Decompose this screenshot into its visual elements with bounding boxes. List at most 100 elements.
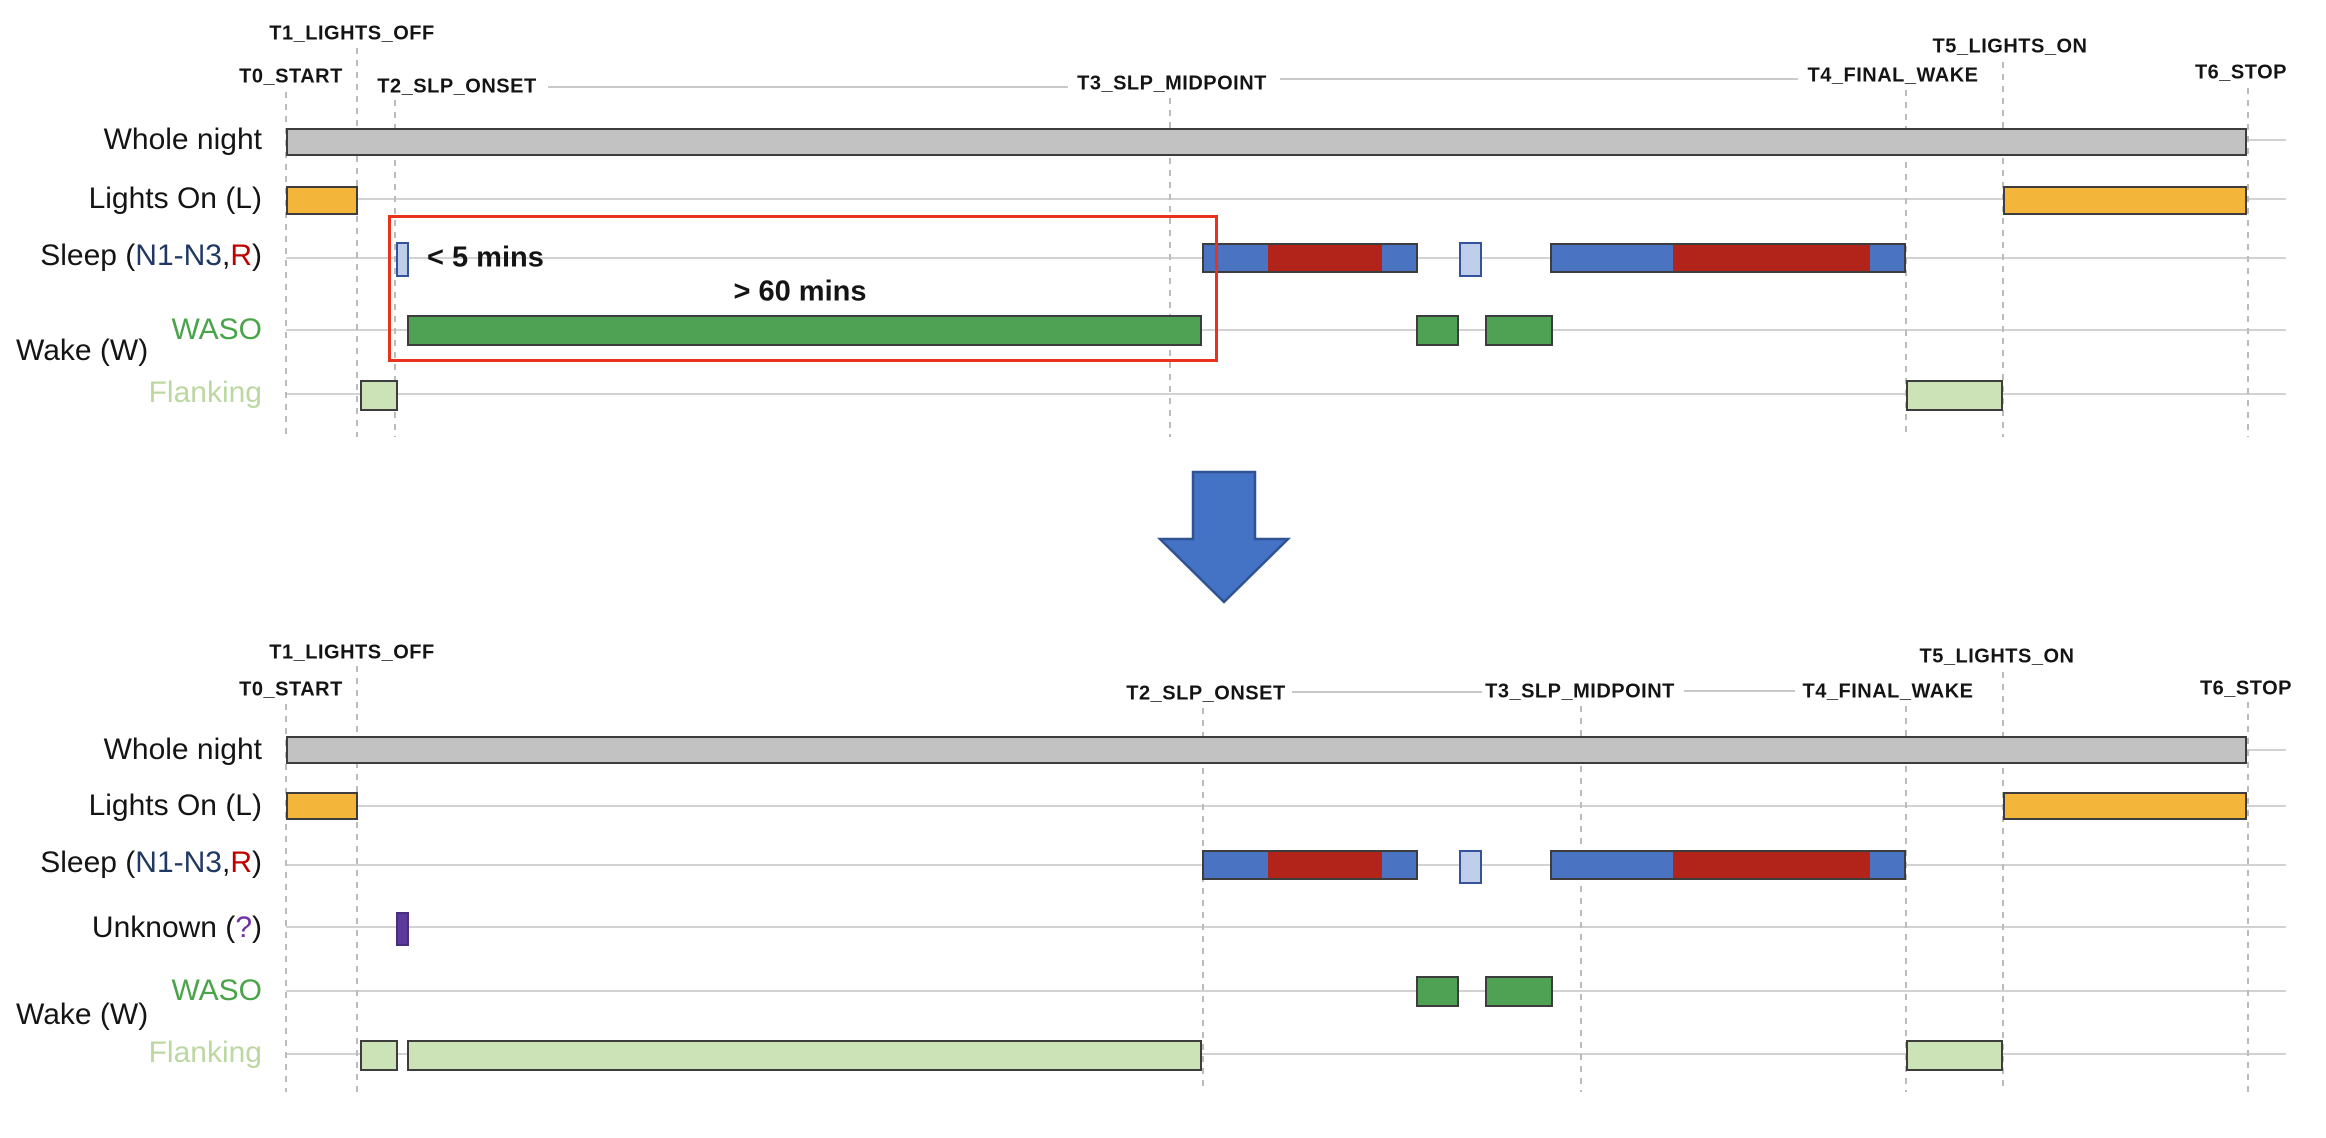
row-label-part: WASO (171, 973, 262, 1007)
bar-border-frame (1550, 850, 1906, 880)
row-label-part: ? (235, 910, 252, 944)
row-label-part: Lights On (L) (88, 181, 262, 215)
row-label-unknown: Unknown (?) (0, 911, 262, 944)
row-label-part: N1-N3 (135, 238, 222, 272)
time-marker-label-T3_SLP_MIDPOINT: T3_SLP_MIDPOINT (1485, 680, 1675, 703)
row-label-part: Flanking (148, 375, 262, 409)
row-label-part: , (221, 238, 231, 272)
annotation-text: < 5 mins (427, 241, 544, 274)
time-marker-line-T4_FINAL_WAKE (1905, 706, 1907, 1092)
row-label-flanking: Flanking (0, 376, 262, 409)
bar-segment-rem (1672, 245, 1870, 271)
time-marker-label-T5_LIGHTS_ON: T5_LIGHTS_ON (1919, 645, 2075, 668)
bar-long-waso-bar (407, 315, 1202, 346)
bar-unknown-blip (396, 912, 409, 946)
gridline-lights-on (286, 198, 2286, 200)
time-marker-line-T3_SLP_MIDPOINT (1580, 706, 1582, 1092)
row-label-wake: Wake (W) (16, 998, 148, 1031)
bar-segment-rem (1267, 245, 1382, 271)
label-connector-line (1684, 690, 1795, 692)
row-label-waso: WASO (0, 974, 262, 1007)
gridline-unknown (286, 926, 2286, 928)
time-marker-label-T6_STOP: T6_STOP (2194, 61, 2288, 84)
down-arrow-icon (1156, 470, 1292, 604)
gridline-waso (286, 990, 2286, 992)
row-label-part: Wake (W) (16, 333, 149, 367)
bar-segment-nrem (1549, 245, 1673, 271)
time-marker-label-T1_LIGHTS_OFF: T1_LIGHTS_OFF (269, 641, 435, 664)
bar-flanking-end-bar (1906, 380, 2003, 411)
time-marker-label-T6_STOP: T6_STOP (2199, 677, 2293, 700)
time-marker-label-T1_LIGHTS_OFF: T1_LIGHTS_OFF (269, 22, 435, 45)
label-connector-line (1280, 78, 1798, 80)
bar-border-frame (1550, 243, 1906, 273)
row-label-lights-on: Lights On (L) (0, 182, 262, 215)
row-label-part: WASO (171, 312, 262, 346)
row-label-part: N1-N3 (135, 845, 222, 879)
time-marker-line-T6_STOP (2247, 88, 2249, 437)
row-label-whole-night: Whole night (0, 733, 262, 766)
bar-long-flanking-bar (407, 1040, 1202, 1071)
gridline-waso (286, 329, 2286, 331)
bar-lights-on-start-bar (286, 792, 358, 820)
bar-short-sleep-blip-2 (1459, 242, 1482, 277)
row-label-sleep: Sleep (N1-N3,R) (0, 239, 262, 272)
row-label-lights-on: Lights On (L) (0, 789, 262, 822)
bar-whole-night-bar (286, 736, 2247, 764)
bar-short-sleep-blip-2 (1459, 850, 1482, 884)
gridline-flanking (286, 393, 2286, 395)
bar-segment-nrem (1549, 852, 1673, 878)
annotation-text: > 60 mins (733, 275, 867, 308)
bar-lights-on-end-bar (2003, 186, 2247, 215)
row-label-part: Wake (W) (16, 997, 149, 1031)
bar-segment-rem (1672, 852, 1870, 878)
row-label-part: , (221, 845, 231, 879)
row-label-part: R (230, 238, 252, 272)
label-connector-line (548, 86, 1068, 88)
bar-border-frame (1202, 850, 1418, 880)
label-connector-line (1292, 691, 1482, 693)
time-marker-label-T2_SLP_ONSET: T2_SLP_ONSET (377, 75, 537, 98)
row-label-part: ) (252, 910, 262, 944)
row-label-part: Flanking (148, 1035, 262, 1069)
bar-whole-night-bar (286, 128, 2247, 156)
time-marker-line-T5_LIGHTS_ON (2002, 672, 2004, 1092)
time-marker-label-T2_SLP_ONSET: T2_SLP_ONSET (1126, 682, 1286, 705)
bar-waso-bar-2 (1416, 976, 1459, 1007)
bar-border-frame (1202, 243, 1418, 273)
bar-flanking-start-bar (360, 1040, 398, 1071)
row-label-part: ) (252, 238, 262, 272)
time-marker-line-T1_LIGHTS_OFF (356, 48, 358, 437)
row-label-flanking: Flanking (0, 1036, 262, 1069)
time-marker-line-T4_FINAL_WAKE (1905, 90, 1907, 437)
red-annotation-box (388, 215, 1218, 362)
time-marker-label-T0_START: T0_START (239, 65, 343, 88)
bar-waso-bar-3 (1485, 976, 1553, 1007)
time-marker-line-T0_START (285, 704, 287, 1092)
time-marker-line-T0_START (285, 92, 287, 437)
time-marker-label-T5_LIGHTS_ON: T5_LIGHTS_ON (1932, 35, 2088, 58)
row-label-wake: Wake (W) (16, 334, 148, 367)
time-marker-line-T2_SLP_ONSET (394, 100, 396, 437)
row-label-part: Sleep ( (40, 845, 136, 879)
bar-flanking-end-bar (1906, 1040, 2003, 1071)
bar-lights-on-end-bar (2003, 792, 2247, 820)
time-marker-label-T4_FINAL_WAKE: T4_FINAL_WAKE (1807, 64, 1979, 87)
row-label-whole-night: Whole night (0, 123, 262, 156)
bar-segment-nrem (1201, 852, 1268, 878)
row-label-part: Whole night (103, 122, 262, 156)
gridline-lights-on (286, 805, 2286, 807)
row-label-part: Unknown ( (91, 910, 236, 944)
bar-waso-bar-3 (1485, 315, 1553, 346)
row-label-waso: WASO (0, 313, 262, 346)
bar-segment-nrem (1201, 245, 1268, 271)
gridline-flanking (286, 1053, 2286, 1055)
row-label-part: Whole night (103, 732, 262, 766)
bar-segment-nrem (1381, 245, 1418, 271)
bar-segment-nrem (1869, 852, 1906, 878)
time-marker-line-T3_SLP_MIDPOINT (1169, 98, 1171, 437)
time-marker-label-T4_FINAL_WAKE: T4_FINAL_WAKE (1802, 680, 1974, 703)
bar-segment-rem (1267, 852, 1382, 878)
bar-waso-bar-2 (1416, 315, 1459, 346)
row-label-sleep: Sleep (N1-N3,R) (0, 846, 262, 879)
